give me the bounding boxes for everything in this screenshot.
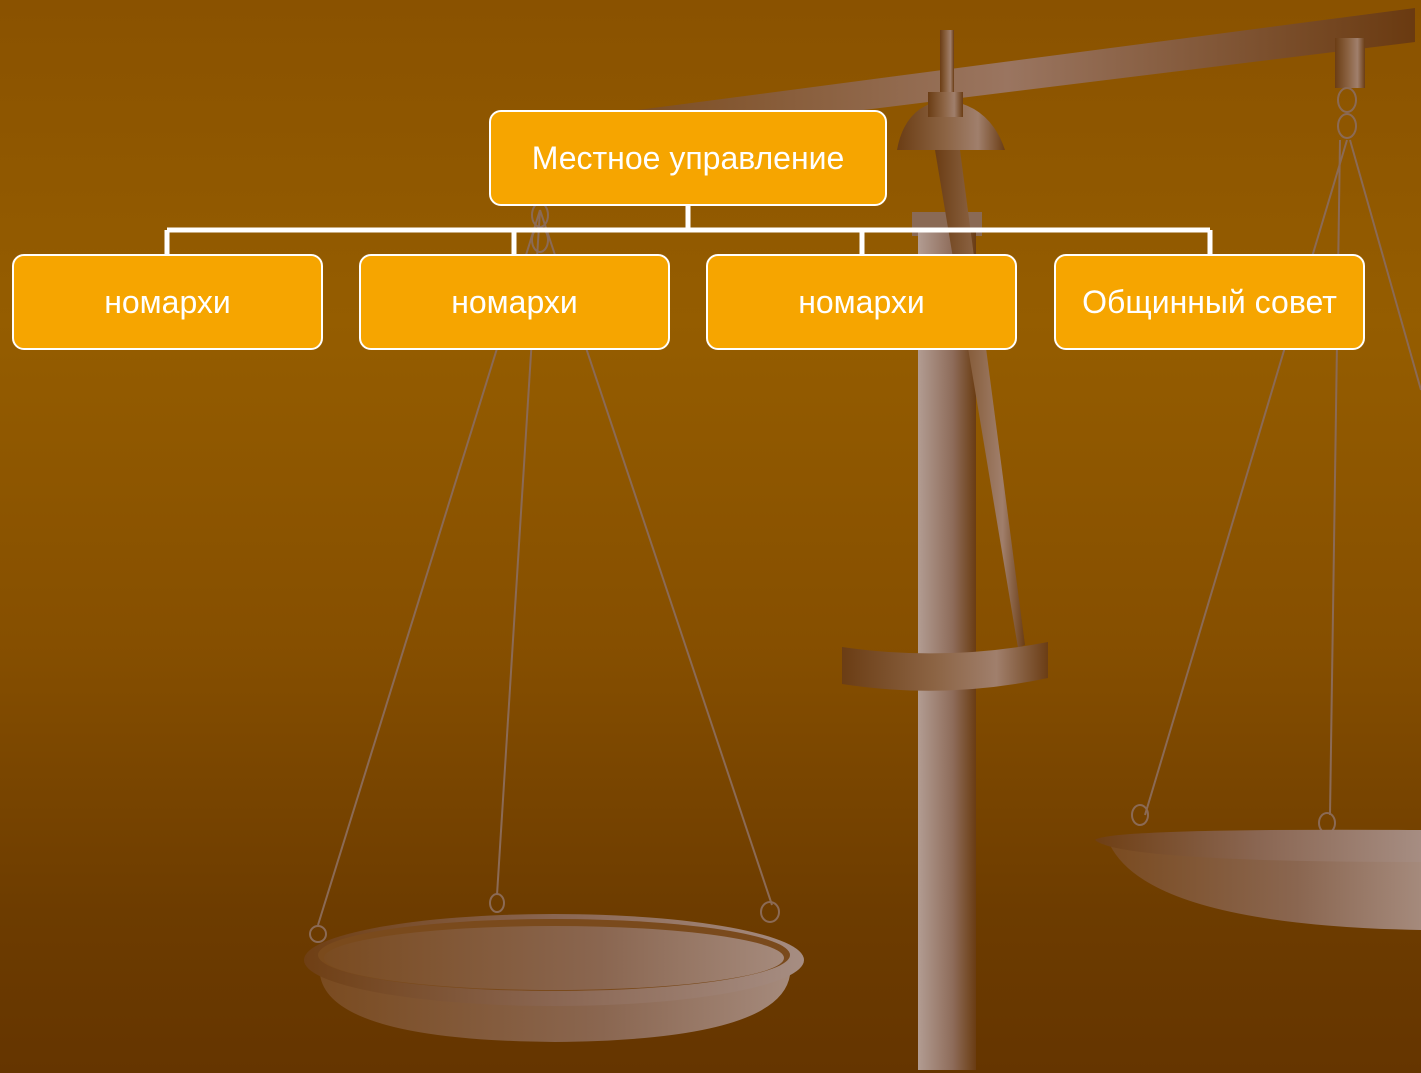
- node-local-government: Местное управление: [489, 110, 887, 206]
- node-label: номархи: [451, 283, 578, 320]
- node-nomarchs-1: номархи: [12, 254, 323, 350]
- node-community-council: Общинный совет: [1054, 254, 1365, 350]
- node-nomarchs-3: номархи: [706, 254, 1017, 350]
- right-pan-strings: [1131, 87, 1421, 865]
- scale-beam: [600, 8, 1415, 140]
- left-scale-pan: [304, 914, 804, 1042]
- right-scale-pan: [1095, 829, 1421, 930]
- node-label: Общинный совет: [1082, 283, 1337, 320]
- node-nomarchs-2: номархи: [359, 254, 670, 350]
- node-label: номархи: [798, 283, 925, 320]
- node-label: номархи: [104, 283, 231, 320]
- org-connectors: [164, 206, 1213, 254]
- node-label: Местное управление: [531, 139, 845, 176]
